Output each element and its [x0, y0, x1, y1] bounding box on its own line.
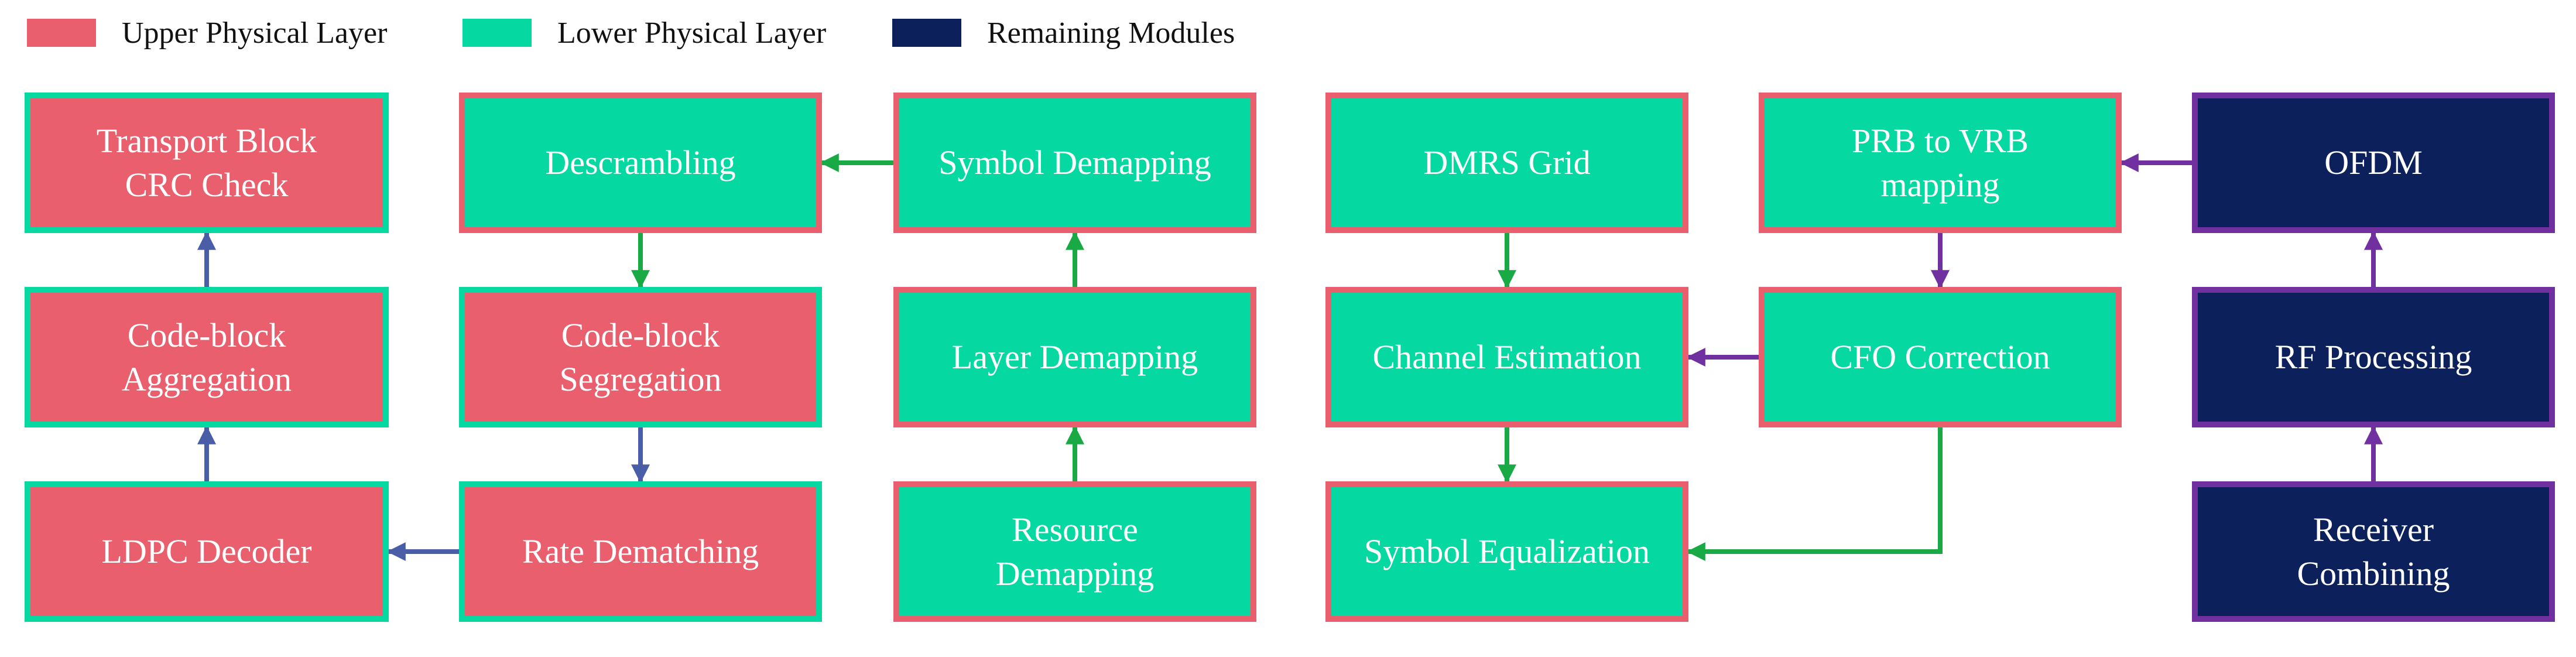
node-cfo-correction: CFO Correction [1759, 287, 2122, 427]
legend-swatch-remaining [892, 19, 961, 47]
legend-label-upper: Upper Physical Layer [122, 16, 388, 50]
legend-item-lower: Lower Physical Layer [463, 16, 827, 50]
node-descrambling: Descrambling [459, 93, 822, 233]
node-transport-block-crc-check: Transport Block CRC Check [25, 93, 389, 233]
node-prb-to-vrb-mapping: PRB to VRB mapping [1759, 93, 2122, 233]
node-code-block-segregation: Code-block Segregation [459, 287, 822, 427]
node-symbol-equalization: Symbol Equalization [1325, 481, 1688, 622]
legend-label-remaining: Remaining Modules [987, 16, 1235, 50]
edge-cfo-correction-to-symbol-equalization [1686, 427, 1943, 561]
node-receiver-combining: Receiver Combining [2192, 481, 2555, 622]
node-rate-dematching: Rate Dematching [459, 481, 822, 622]
node-resource-demapping: Resource Demapping [893, 481, 1256, 622]
node-ldpc-decoder: LDPC Decoder [25, 481, 389, 622]
node-dmrs-grid: DMRS Grid [1325, 93, 1688, 233]
node-code-block-aggregation: Code-block Aggregation [25, 287, 389, 427]
legend: Upper Physical Layer Lower Physical Laye… [0, 0, 2576, 64]
legend-swatch-lower [463, 19, 532, 47]
node-layer-demapping: Layer Demapping [893, 287, 1256, 427]
node-rf-processing: RF Processing [2192, 287, 2555, 427]
legend-label-lower: Lower Physical Layer [557, 16, 827, 50]
node-ofdm: OFDM [2192, 93, 2555, 233]
node-channel-estimation: Channel Estimation [1325, 287, 1688, 427]
node-symbol-demapping: Symbol Demapping [893, 93, 1256, 233]
legend-item-upper: Upper Physical Layer [27, 16, 388, 50]
legend-swatch-upper [27, 19, 96, 47]
legend-item-remaining: Remaining Modules [892, 16, 1235, 50]
